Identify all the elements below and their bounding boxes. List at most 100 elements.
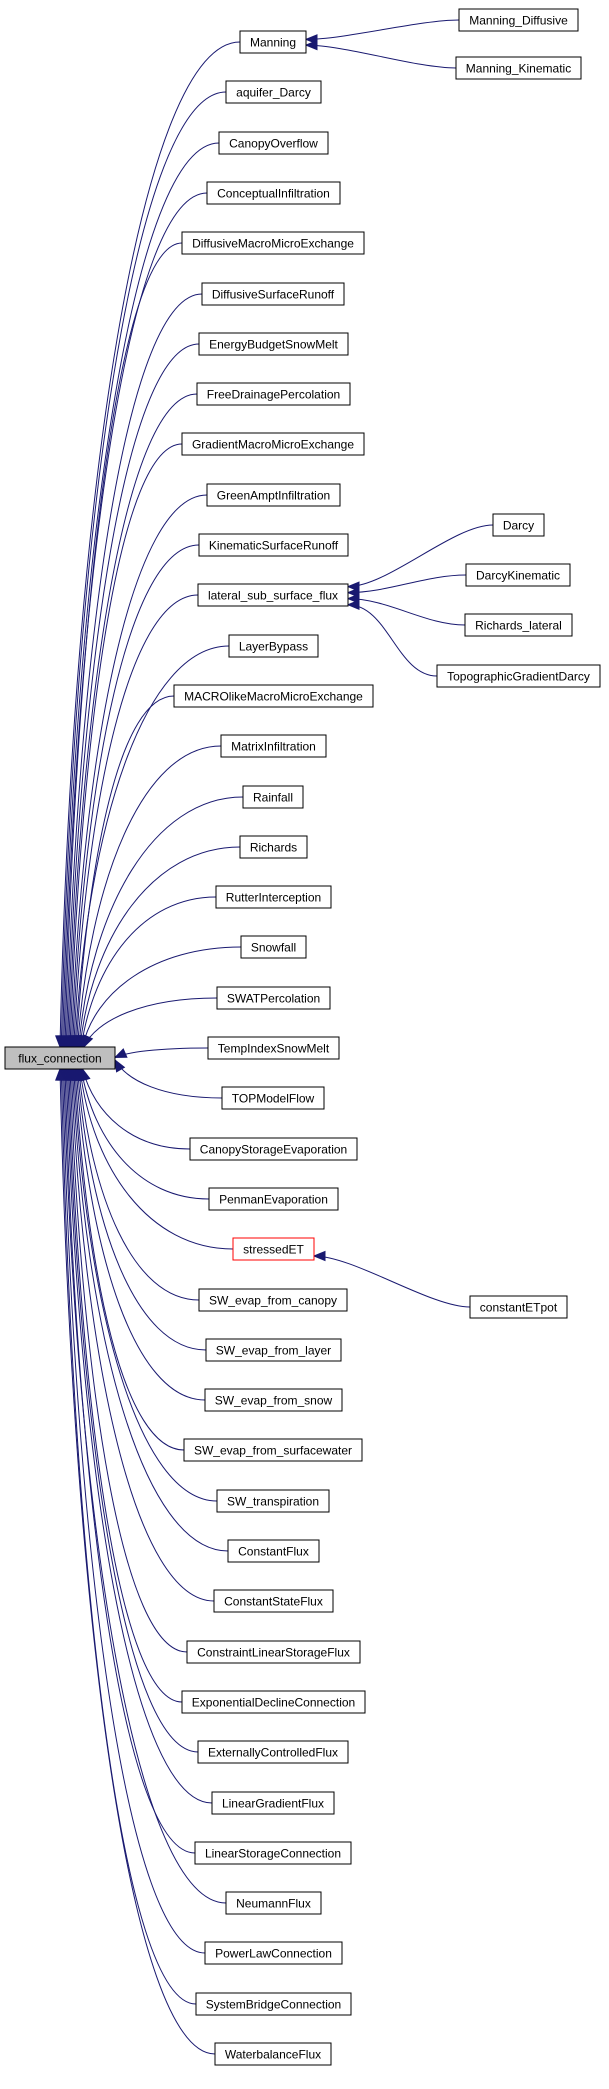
class-node-richards[interactable]: Richards <box>239 835 308 859</box>
class-node-canopystorageevaporation[interactable]: CanopyStorageEvaporation <box>189 1137 358 1161</box>
class-node-aquifer-darcy[interactable]: aquifer_Darcy <box>225 80 322 104</box>
inheritance-edge-constantflux <box>72 1068 229 1552</box>
inheritance-edge-externallycontrolledflux <box>67 1068 199 1753</box>
inheritance-edge-greenamptinfiltration <box>70 494 208 1048</box>
class-node-sw-transpiration[interactable]: SW_transpiration <box>216 1489 330 1513</box>
class-node-box <box>173 684 374 708</box>
class-node-box <box>205 1338 342 1362</box>
class-node-darcykinematic[interactable]: DarcyKinematic <box>465 563 571 587</box>
inheritance-edge-richards <box>79 846 241 1048</box>
class-node-box <box>469 1295 568 1319</box>
class-node-label: flux_connection <box>18 1052 101 1066</box>
class-node-box <box>458 8 579 32</box>
class-node-label: MACROlikeMacroMicroExchange <box>184 690 363 704</box>
class-node-systembridgeconnection[interactable]: SystemBridgeConnection <box>195 1992 352 2016</box>
class-node-snowfall[interactable]: Snowfall <box>240 935 307 959</box>
class-node-lateral-sub-surface-flux[interactable]: lateral_sub_surface_flux <box>197 583 349 607</box>
class-node-constantstateflux[interactable]: ConstantStateFlux <box>213 1589 334 1613</box>
class-node-sw-evap-from-snow[interactable]: SW_evap_from_snow <box>204 1388 343 1412</box>
class-node-box <box>181 231 365 255</box>
class-node-kinematicsurfacerunoff[interactable]: KinematicSurfaceRunoff <box>198 533 349 557</box>
class-node-linearstorageconnection[interactable]: LinearStorageConnection <box>194 1841 352 1865</box>
class-node-diffusivesurfacerunoff[interactable]: DiffusiveSurfaceRunoff <box>201 282 345 306</box>
class-node-topographicgradientdarcy[interactable]: TopographicGradientDarcy <box>436 664 601 688</box>
class-node-label: Manning <box>250 36 296 50</box>
class-node-topmodelflow[interactable]: TOPModelFlow <box>221 1086 325 1110</box>
class-node-manning-diffusive[interactable]: Manning_Diffusive <box>458 8 579 32</box>
inheritance-edge-canopystorageevaporation <box>82 1068 191 1150</box>
class-node-conceptualinfiltration[interactable]: ConceptualInfiltration <box>206 181 341 205</box>
class-node-box <box>240 935 307 959</box>
class-node-waterbalanceflux[interactable]: WaterbalanceFlux <box>214 2042 332 2066</box>
inheritance-edge-aquifer-darcy <box>60 91 227 1048</box>
class-node-swatpercolation[interactable]: SWATPercolation <box>216 986 331 1010</box>
class-node-box <box>197 1740 349 1764</box>
class-node-externallycontrolledflux[interactable]: ExternallyControlledFlux <box>197 1740 349 1764</box>
class-node-lineargradientflux[interactable]: LinearGradientFlux <box>211 1791 335 1815</box>
inheritance-edge-constantetpot <box>313 1255 471 1308</box>
class-node-constraintlinearstorageflux[interactable]: ConstraintLinearStorageFlux <box>186 1640 361 1664</box>
inheritance-edge-stressedet <box>79 1068 234 1250</box>
class-node-label: ExternallyControlledFlux <box>208 1746 338 1760</box>
class-node-box <box>189 1137 358 1161</box>
inheritance-edges <box>55 19 494 2055</box>
class-node-box <box>198 533 349 557</box>
class-node-gradientmacromicroexchange[interactable]: GradientMacroMicroExchange <box>181 432 365 456</box>
class-node-box <box>225 1891 322 1915</box>
class-node-rutterinterception[interactable]: RutterInterception <box>215 885 332 909</box>
class-node-freedrainagepercolation[interactable]: FreeDrainagePercolation <box>196 382 351 406</box>
inheritance-edge-rainfall <box>78 796 244 1048</box>
class-node-canopyoverflow[interactable]: CanopyOverflow <box>218 131 329 155</box>
class-node-box <box>213 1589 334 1613</box>
class-node-constantetpot[interactable]: constantETpot <box>469 1295 568 1319</box>
class-node-label: SW_evap_from_surfacewater <box>194 1444 352 1458</box>
class-node-label: Richards <box>250 841 297 855</box>
class-node-label: LinearStorageConnection <box>205 1847 341 1861</box>
class-node-sw-evap-from-canopy[interactable]: SW_evap_from_canopy <box>198 1288 348 1312</box>
inheritance-arrow-swatpercolation <box>83 1034 94 1049</box>
class-node-stressedet[interactable]: stressedET <box>232 1237 315 1261</box>
class-node-sw-evap-from-surfacewater[interactable]: SW_evap_from_surfacewater <box>183 1438 363 1462</box>
inheritance-arrow-manning-kinematic <box>304 39 318 51</box>
class-node-penmanevaporation[interactable]: PenmanEvaporation <box>208 1187 339 1211</box>
class-node-tempindexsnowmelt[interactable]: TempIndexSnowMelt <box>207 1036 340 1060</box>
inheritance-edge-powerlawconnection <box>62 1068 206 1954</box>
inheritance-arrow-topographicgradientdarcy <box>346 599 360 610</box>
class-node-label: SW_transpiration <box>227 1495 319 1509</box>
class-node-exponentialdeclineconnection[interactable]: ExponentialDeclineConnection <box>181 1690 366 1714</box>
class-node-label: SW_evap_from_layer <box>216 1344 331 1358</box>
class-node-label: SystemBridgeConnection <box>206 1998 341 2012</box>
class-node-rainfall[interactable]: Rainfall <box>242 785 304 809</box>
class-node-label: DiffusiveSurfaceRunoff <box>212 288 335 302</box>
inheritance-edge-exponentialdeclineconnection <box>68 1068 183 1703</box>
class-node-energybudgetsnowmelt[interactable]: EnergyBudgetSnowMelt <box>198 332 349 356</box>
class-node-label: NeumannFlux <box>236 1897 311 1911</box>
class-node-box <box>206 181 341 205</box>
class-node-manning-kinematic[interactable]: Manning_Kinematic <box>455 56 582 80</box>
class-node-powerlawconnection[interactable]: PowerLawConnection <box>204 1941 343 1965</box>
class-node-diffusivemacromicroexchange[interactable]: DiffusiveMacroMicroExchange <box>181 231 365 255</box>
class-node-layerbypass[interactable]: LayerBypass <box>228 634 319 658</box>
class-node-matrixinfiltration[interactable]: MatrixInfiltration <box>220 734 327 758</box>
inheritance-arrow-tempindexsnowmelt <box>113 1048 128 1059</box>
class-nodes: flux_connection Manning Manning_DiffusiveM… <box>4 8 601 2066</box>
class-node-box <box>216 1489 330 1513</box>
class-node-constantflux[interactable]: ConstantFlux <box>227 1539 320 1563</box>
class-node-box <box>197 583 349 607</box>
class-node-sw-evap-from-layer[interactable]: SW_evap_from_layer <box>205 1338 342 1362</box>
class-node-label: LinearGradientFlux <box>222 1797 324 1811</box>
inheritance-edge-constantstateflux <box>70 1068 215 1602</box>
class-node-richards-lateral[interactable]: Richards_lateral <box>464 613 573 637</box>
class-node-label: Manning_Kinematic <box>466 62 571 76</box>
class-node-macrolikemacromicroexchange[interactable]: MACROlikeMacroMicroExchange <box>173 684 374 708</box>
class-node-darcy[interactable]: Darcy <box>492 513 545 537</box>
class-node-flux-connection[interactable]: flux_connection <box>4 1046 116 1070</box>
class-node-neumannflux[interactable]: NeumannFlux <box>225 1891 322 1915</box>
class-node-greenamptinfiltration[interactable]: GreenAmptInfiltration <box>206 483 341 507</box>
inheritance-edge-linearstorageconnection <box>64 1068 196 1854</box>
class-node-manning[interactable]: Manning <box>239 30 307 54</box>
inheritance-edge-darcy <box>347 524 494 588</box>
class-node-label: stressedET <box>243 1243 304 1257</box>
inheritance-edge-matrixinfiltration <box>77 745 222 1048</box>
